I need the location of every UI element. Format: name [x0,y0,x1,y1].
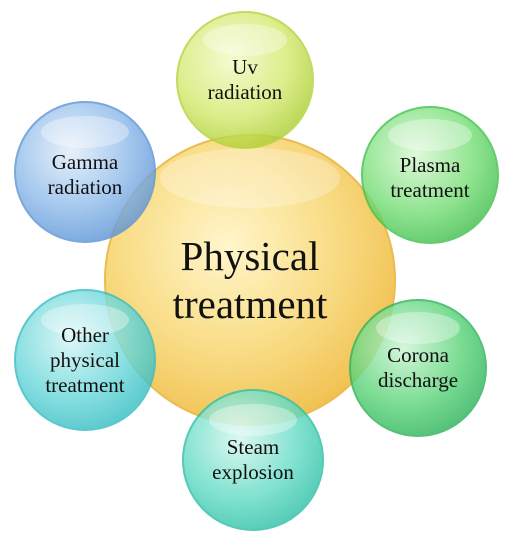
node-other-physical-treatment [14,289,156,431]
node-plasma-treatment [361,106,499,244]
center-node [104,134,396,426]
node-uv-radiation [176,11,314,149]
node-steam-explosion [182,389,324,531]
node-gamma-radiation [14,101,156,243]
node-corona-discharge [349,299,487,437]
